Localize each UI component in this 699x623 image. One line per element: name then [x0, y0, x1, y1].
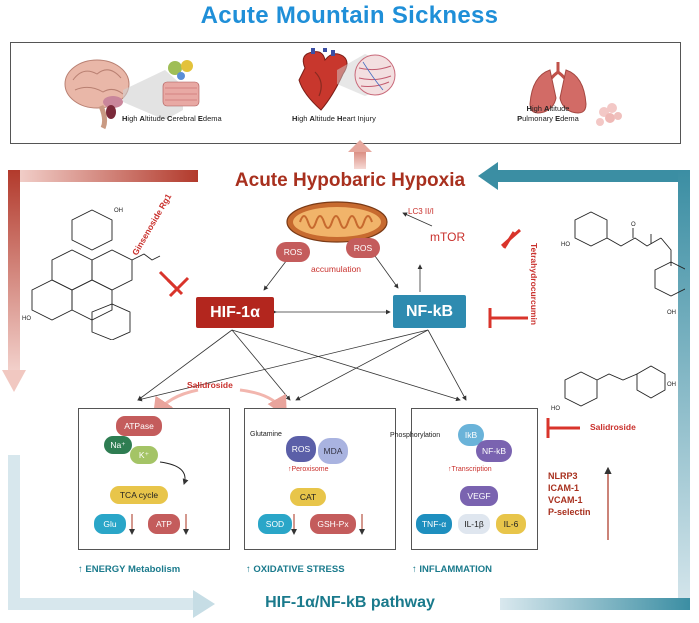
accumulation-label: accumulation — [310, 264, 362, 274]
il1-badge: IL-1β — [458, 514, 490, 534]
energy-down-arrows — [129, 514, 189, 535]
il6-badge: IL-6 — [496, 514, 526, 534]
glu-badge: Glu — [94, 514, 126, 534]
page-title: Acute Mountain Sickness — [200, 2, 499, 29]
inflammatory-markers-list: NLRP3 ICAM-1 VCAM-1 P-selectin — [548, 470, 591, 518]
tca-badge: TCA cycle — [110, 486, 168, 504]
lung-icon — [529, 62, 622, 126]
hif-1a-node: HIF-1α — [196, 297, 274, 328]
inflammation-nfkb-badge: NF-kB — [476, 440, 512, 462]
brain-label: High Altitude Cerebral Edema — [122, 114, 222, 123]
marker-nlrp3: NLRP3 — [548, 471, 578, 481]
energy-label: ↑ ENERGY Metabolism — [78, 564, 181, 575]
svg-text:OH: OH — [667, 310, 676, 316]
ros-left-badge: ROS — [276, 242, 310, 262]
k-badge: K⁺ — [130, 446, 158, 464]
ros-right-badge: ROS — [346, 238, 380, 258]
marker-vcam1: VCAM-1 — [548, 495, 583, 505]
atpase-badge: ATPase — [116, 416, 162, 436]
ikb-badge: IkB — [458, 424, 484, 446]
svg-text:OH: OH — [667, 382, 676, 388]
salidroside-right-label: Salidroside — [590, 422, 636, 432]
svg-text:HO: HO — [551, 406, 560, 412]
brain-icon — [64, 59, 200, 130]
lung-label: High Altitude Pulmonary Edema — [517, 104, 579, 123]
hypoxia-title: Acute Hypobaric Hypoxia — [234, 170, 466, 191]
ginsenoside-structure-icon: HO OH — [22, 208, 161, 340]
cat-badge: CAT — [290, 488, 326, 506]
marker-icam1: ICAM-1 — [548, 483, 579, 493]
glutamine-label: Glutamine — [250, 431, 282, 438]
tetrahydrocurcumin-label: Tetrahydrocurcumin — [529, 243, 539, 326]
mitochondrion-icon — [286, 201, 388, 243]
mtor-label: mTOR — [430, 230, 466, 244]
svg-text:O: O — [631, 222, 636, 228]
lc3-label: LC3 II/I — [408, 207, 434, 216]
oxidative-down-arrows — [291, 514, 365, 535]
atp-badge: ATP — [148, 514, 180, 534]
pathway-title: HIF-1α/NF-kB pathway — [265, 594, 435, 611]
mda-badge: MDA — [318, 438, 348, 464]
gsh-badge: GSH-Px — [310, 514, 356, 534]
energy-curve-arrow — [159, 461, 189, 485]
svg-text:OH: OH — [114, 208, 123, 214]
sod-badge: SOD — [258, 514, 292, 534]
salidroside-top-label: Salidroside — [187, 380, 233, 390]
transcription-label: ↑Transcription — [448, 466, 492, 473]
salidroside-structure-icon: OH HO — [551, 365, 676, 412]
na-badge: Na⁺ — [104, 436, 132, 454]
heart-label: High Altitude Heart Injury — [292, 114, 376, 123]
peroxisome-label: ↑Peroxisome — [288, 466, 329, 473]
inflammation-label: ↑ INFLAMMATION — [412, 564, 493, 575]
tetrahydrocurcumin-structure-icon: HO O OH — [561, 211, 685, 316]
oxidative-label: ↑ OXIDATIVE STRESS — [246, 564, 345, 575]
svg-text:HO: HO — [22, 316, 31, 322]
ros-badge: ROS — [286, 436, 316, 462]
phosphorylation-label: Phosphorylation — [390, 432, 441, 439]
tnf-badge: TNF-α — [416, 514, 452, 534]
heart-icon — [298, 48, 396, 111]
svg-text:HO: HO — [561, 242, 570, 248]
nf-kb-node: NF-kB — [393, 295, 466, 328]
marker-pselectin: P-selectin — [548, 507, 591, 517]
vegf-badge: VEGF — [460, 486, 498, 506]
